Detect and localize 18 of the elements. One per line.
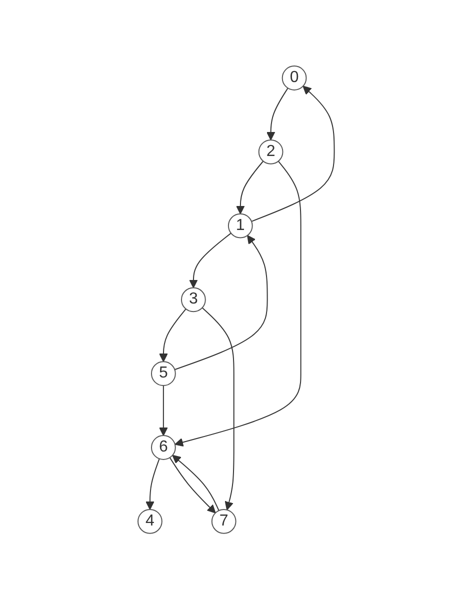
node-circle: 7 — [211, 509, 236, 534]
arrow — [174, 160, 302, 447]
arrow — [174, 235, 268, 370]
node-circle: 5 — [150, 361, 176, 386]
node-circle: 3 — [180, 288, 206, 312]
arrow — [188, 233, 232, 288]
arrow — [266, 88, 288, 141]
arrow — [236, 160, 264, 215]
node-circle: 0 — [282, 66, 307, 91]
arrow — [145, 458, 160, 510]
arrow — [158, 385, 168, 436]
node-circle: 1 — [228, 214, 253, 239]
node-circle: 6 — [150, 435, 176, 460]
node-circle: 2 — [258, 140, 284, 165]
node-circle: 4 — [137, 509, 162, 534]
arrow — [202, 308, 234, 511]
arrow — [158, 308, 186, 362]
arrow — [250, 86, 335, 222]
